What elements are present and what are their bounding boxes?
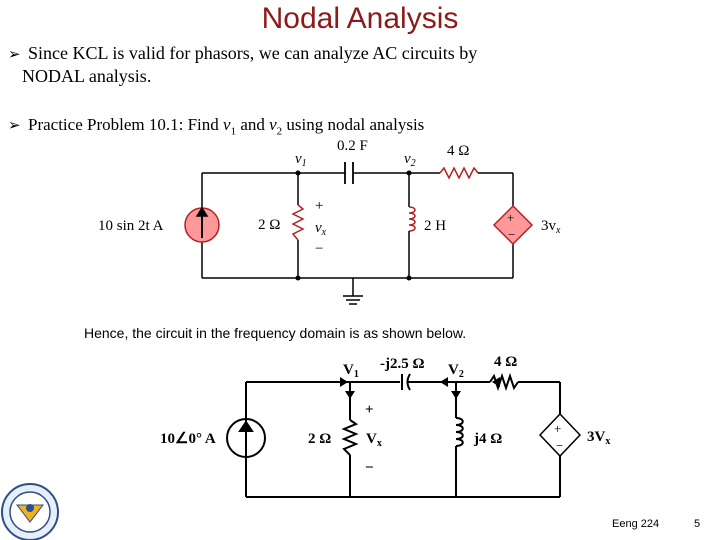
freq-dependent-source-symbol [538,412,582,458]
bullet-kcl: ➢ Since KCL is valid for phasors, we can … [8,42,477,87]
freq-node2-label: V2 [448,362,464,380]
slide-title: Nodal Analysis [261,2,459,35]
footer-course: Eeng 224 [612,518,660,530]
bullet-kcl-line2: NODAL analysis. [22,66,152,86]
freq-inductor-symbol [455,417,464,447]
bullet-arrow-icon: ➢ [8,45,21,63]
dep-plus: + [507,210,514,225]
bullet-arrow-icon: ➢ [8,116,21,134]
bullet-kcl-line1: Since KCL is valid for phasors, we can a… [28,43,478,63]
source-label: 10 sin 2t A [98,218,164,234]
freq-dep-plus: + [554,421,561,436]
freq-vx-label: Vx [366,431,382,449]
series-resistor-label: 4 Ω [447,143,469,159]
freq-shunt-resistor-label: 2 Ω [308,431,331,447]
freq-dep-minus: − [556,438,563,453]
node2-label: v2 [404,151,416,169]
node1-label: v1 [295,151,307,169]
freq-series-resistor-symbol [489,372,519,392]
freq-inductor-label: j4 Ω [473,431,502,447]
freq-source-label: 10∠0° A [160,431,216,447]
frequency-caption: Hence, the circuit in the frequency doma… [84,325,466,341]
university-logo-icon [1,483,59,540]
footer-page-number: 5 [694,518,701,530]
dep-source-label: 3vx [541,218,561,236]
vx-plus: + [315,198,323,214]
freq-current-source-symbol [226,418,266,458]
time-domain-labels: 0.2 F v1 v2 4 Ω 10 sin 2t A 2 Ω + vx − 2… [98,138,561,257]
shunt-resistor-symbol [291,204,305,241]
frequency-domain-labels: -j2.5 Ω V1 V2 4 Ω 10∠0° A 2 Ω + Vx − j4 … [160,354,610,476]
freq-cap-label: -j2.5 Ω [380,356,425,372]
freq-shunt-resistor-symbol [341,419,359,456]
freq-vx-plus: + [365,402,374,418]
inductor-label: 2 H [424,218,446,234]
time-domain-circuit [184,162,534,305]
freq-vx-minus: − [365,460,374,476]
current-source-symbol [184,206,220,243]
capacitor-symbol [344,162,354,184]
freq-node1-label: V1 [343,362,359,380]
dep-minus: − [508,227,515,242]
freq-capacitor-symbol [401,373,411,391]
shunt-resistor-label: 2 Ω [258,217,280,233]
vx-label: vx [315,220,327,238]
inductor-symbol [408,206,416,232]
freq-series-resistor-label: 4 Ω [494,354,517,370]
frequency-domain-circuit [226,372,582,498]
bullet-practice: ➢Practice Problem 10.1: Find v1 and v2 u… [8,115,425,138]
dependent-source-symbol [492,204,534,246]
freq-dep-source-label: 3Vx [587,429,610,447]
cap-label: 0.2 F [337,138,368,154]
series-resistor-symbol [439,166,479,180]
vx-minus: − [315,241,323,257]
